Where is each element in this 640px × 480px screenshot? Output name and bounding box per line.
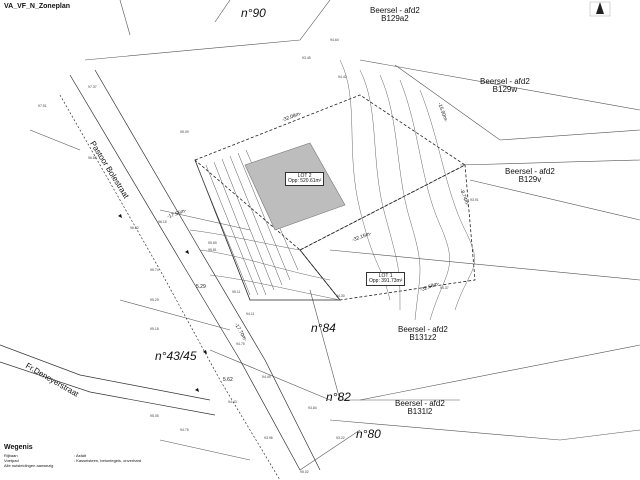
hatched-strip (197, 149, 299, 296)
legend-row: Alle nutsleidingen aanwezig (4, 463, 54, 468)
drawing-title: VA_VF_N_Zoneplan (4, 3, 70, 10)
spot-height: 95.74 (150, 268, 159, 272)
house-number-43-45: n°43/45 (155, 349, 197, 363)
spot-height: 95.29 (150, 298, 159, 302)
spot-height: 93.96 (264, 436, 273, 440)
spot-height: 97.51 (38, 104, 47, 108)
spot-height: 94.75 (236, 342, 245, 346)
legend-row: Rijbaan : Asfalt (4, 453, 87, 458)
building-markers (118, 214, 207, 392)
legend-heading: Wegenis (4, 444, 33, 451)
spot-height: 96.86 (88, 156, 97, 160)
spot-height: 97.37 (88, 85, 97, 89)
north-arrow-icon (589, 1, 611, 17)
house-number-90: n°90 (241, 6, 266, 20)
spot-height: 95.02 (300, 470, 309, 474)
house-number-82: n°82 (326, 390, 351, 404)
spot-height: 95.11 (232, 290, 241, 294)
parcel-boundaries (29, 0, 640, 471)
spot-height: 93.91 (470, 198, 479, 202)
dimension-label: 5.62 (223, 377, 233, 383)
house-number-84: n°84 (311, 321, 336, 335)
spot-height: 94.49 (262, 375, 271, 379)
road-deneyerstraat (0, 344, 216, 416)
spot-height: 95.81 (208, 248, 217, 252)
road-pastoor-bolestraat (59, 69, 321, 480)
spot-height: 94.42 (338, 75, 347, 79)
spot-height: 94.75 (180, 428, 189, 432)
spot-height: 94.37 (440, 286, 449, 290)
spot-height: 95.18 (150, 327, 159, 331)
spot-height: 93.22 (336, 436, 345, 440)
lot-outlines (194, 94, 476, 301)
dimension-label: 5.29 (196, 284, 206, 290)
spot-height: 93.45 (302, 56, 311, 60)
legend: Wegenis Rijbaan : Asfalt Voetpad : Kasse… (4, 444, 204, 468)
lot2-building-footprint (244, 142, 346, 231)
spot-height: 94.43 (228, 400, 237, 404)
spot-height: 96.22 (130, 226, 139, 230)
legend-row: Voetpad : Kasseisteen, betontegels, onve… (4, 458, 142, 463)
house-number-80: n°80 (356, 427, 381, 441)
spot-height: 93.84 (308, 406, 317, 410)
spot-height: 96.15 (158, 220, 167, 224)
spot-height: 95.05 (150, 414, 159, 418)
spot-height: 95.69 (208, 241, 217, 245)
spot-height: 94.11 (246, 312, 255, 316)
spot-height: 94.30 (336, 294, 345, 298)
spot-height: 95.09 (180, 130, 189, 134)
spot-height: 94.64 (330, 38, 339, 42)
